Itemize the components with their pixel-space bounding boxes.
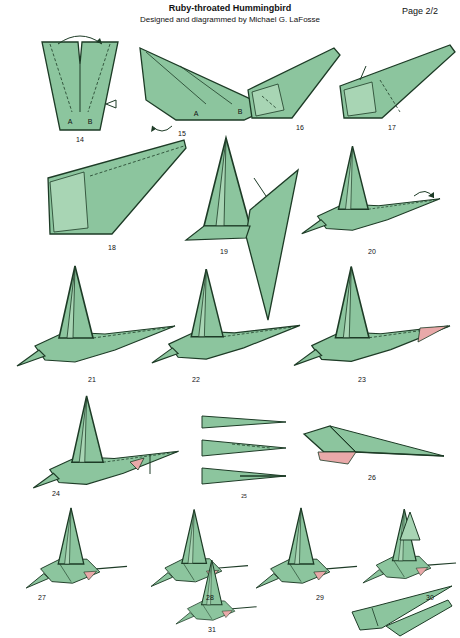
step-number: 26 xyxy=(368,474,376,482)
step-number: 18 xyxy=(108,244,116,252)
step-number: 21 xyxy=(88,376,96,384)
step-number: 27 xyxy=(38,594,46,602)
step-number: 22 xyxy=(192,376,200,384)
step-number: 25 xyxy=(241,494,247,500)
point-letter: A xyxy=(68,118,73,126)
designer-credit: Designed and diagrammed by Michael G. La… xyxy=(140,16,320,25)
step-number: 14 xyxy=(76,136,84,144)
step-number: 30 xyxy=(426,594,434,602)
step-number: 23 xyxy=(358,376,366,384)
step-number: 19 xyxy=(220,248,228,256)
step-number: 28 xyxy=(206,594,214,602)
point-letter: B xyxy=(238,108,243,116)
step-number: 16 xyxy=(296,124,304,132)
page-number: Page 2/2 xyxy=(402,7,438,17)
step-number: 29 xyxy=(316,594,324,602)
point-letter: B xyxy=(88,118,93,126)
step-number: 15 xyxy=(178,130,186,138)
step-number: 20 xyxy=(368,248,376,256)
step-number: 31 xyxy=(208,626,216,634)
step-number: 17 xyxy=(388,124,396,132)
page-title: Ruby-throated Hummingbird xyxy=(169,4,292,14)
point-letter: A xyxy=(194,110,199,118)
step-number: 24 xyxy=(52,490,60,498)
